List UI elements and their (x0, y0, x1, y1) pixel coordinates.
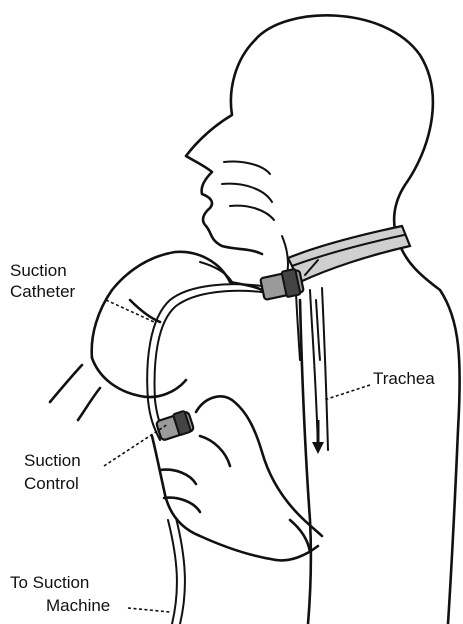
diagram-labels: Suction Catheter Trachea Suction Control… (10, 261, 435, 615)
suction-catheter (147, 284, 262, 624)
leader-trachea (324, 385, 370, 400)
leader-to-suction-machine (128, 608, 170, 612)
trach-neck-strap (288, 226, 410, 282)
label-suction-catheter-line1: Suction (10, 261, 67, 280)
label-suction-control-line1: Suction (24, 451, 81, 470)
label-suction-catheter-line2: Catheter (10, 282, 76, 301)
label-suction-control-line2: Control (24, 474, 79, 493)
upper-gloved-hand (50, 252, 262, 420)
trach-connector (260, 269, 304, 300)
label-to-suction-machine-line2: Machine (46, 596, 110, 615)
label-trachea: Trachea (373, 369, 435, 388)
down-arrow-icon (312, 420, 324, 454)
label-to-suction-machine-line1: To Suction (10, 573, 89, 592)
suction-control-valve (156, 411, 195, 441)
callout-leaders (104, 300, 370, 612)
leader-suction-catheter (106, 300, 154, 322)
